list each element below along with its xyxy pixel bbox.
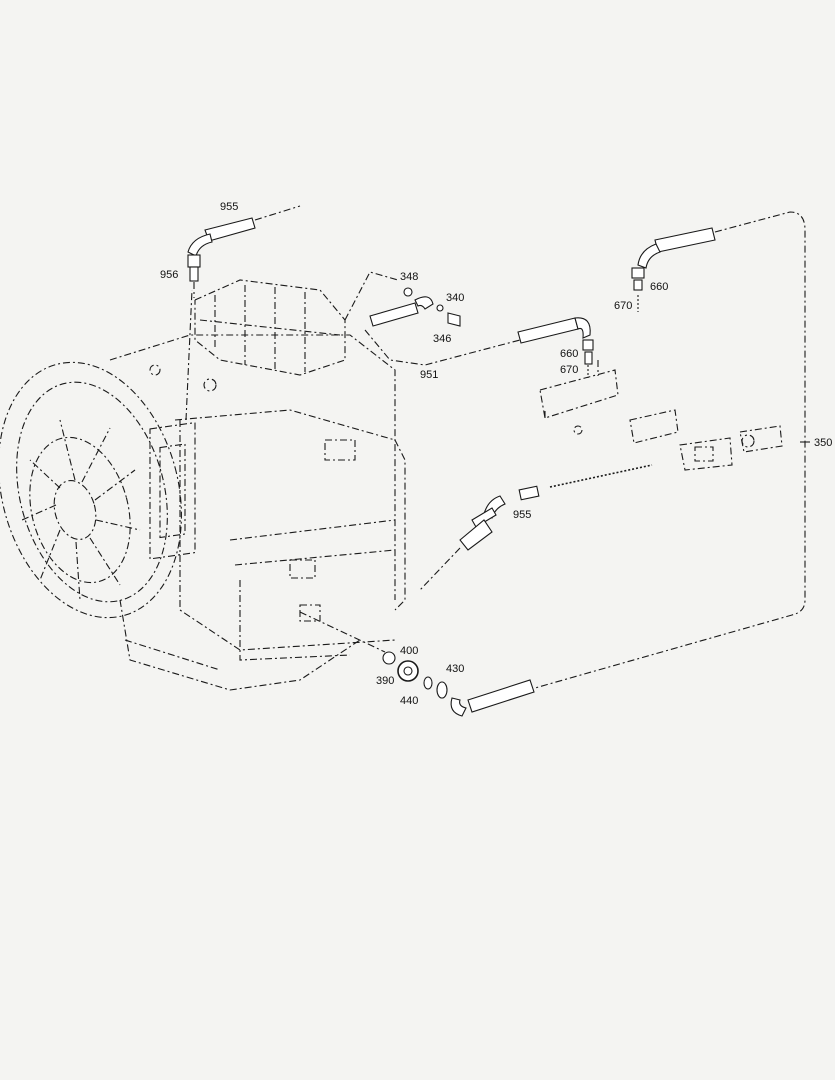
callout-346: 346 <box>433 333 451 345</box>
callout-labels: 955 956 348 340 346 951 660 670 660 670 … <box>160 201 832 707</box>
valve-bracket-group <box>539 360 783 471</box>
callout-951: 951 <box>420 369 438 381</box>
callout-670-mid: 670 <box>560 364 578 376</box>
callout-956: 956 <box>160 269 178 281</box>
callout-660-top: 660 <box>650 281 668 293</box>
hose-assembly-955-top <box>187 205 301 298</box>
hose-assembly-right <box>534 211 810 689</box>
callout-348: 348 <box>400 271 418 283</box>
bottom-fittings-group <box>299 611 535 717</box>
transmission-housing <box>0 279 406 691</box>
callout-340: 340 <box>446 292 464 304</box>
callout-350: 350 <box>814 437 832 449</box>
callout-955-top: 955 <box>220 201 238 213</box>
callout-400: 400 <box>400 645 418 657</box>
callout-440: 440 <box>400 695 418 707</box>
callout-670-top: 670 <box>614 300 632 312</box>
callout-955-mid: 955 <box>513 509 531 521</box>
line-951 <box>364 329 521 366</box>
callout-430: 430 <box>446 663 464 675</box>
connector-group-348 <box>344 271 461 327</box>
hose-assembly-center <box>517 317 594 378</box>
callout-390: 390 <box>376 675 394 687</box>
sensor-cable-955-mid <box>419 464 653 591</box>
callout-660-mid: 660 <box>560 348 578 360</box>
